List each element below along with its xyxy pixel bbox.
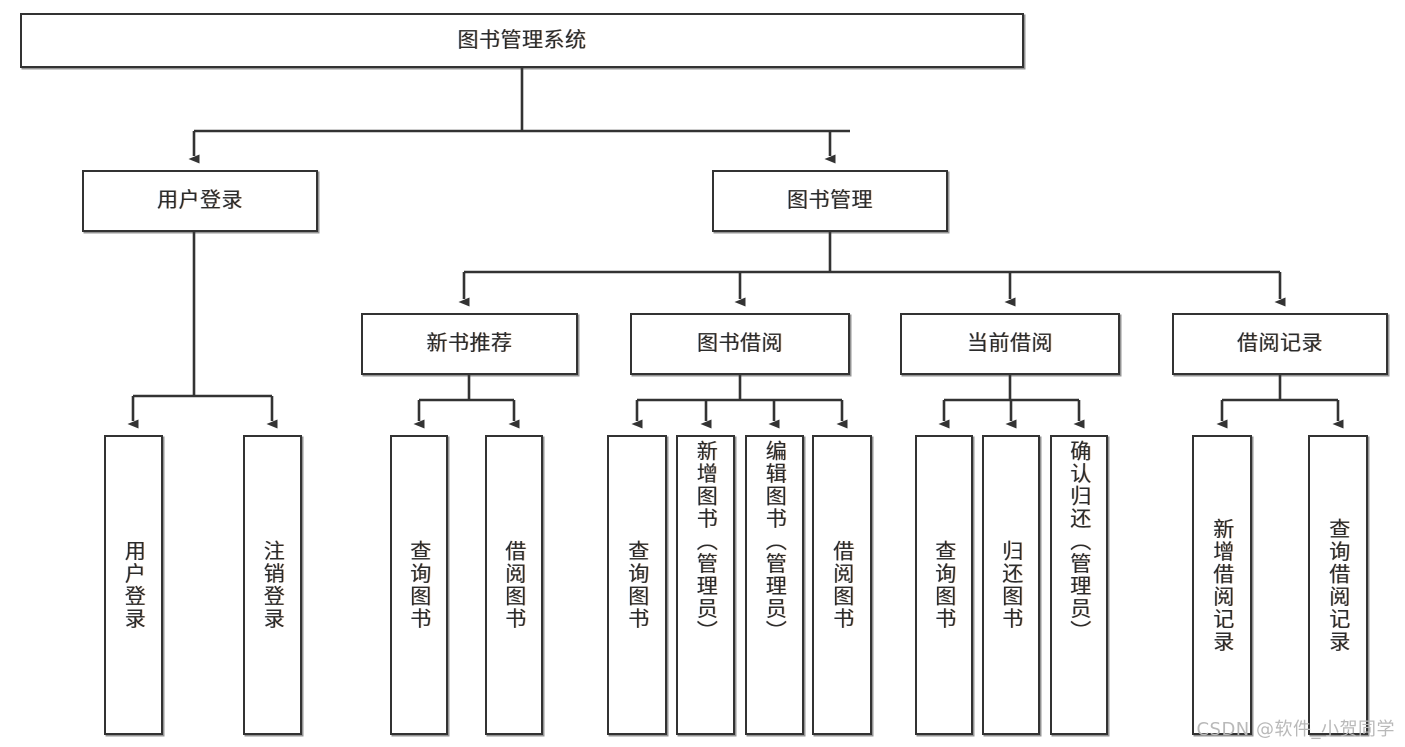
node-leaf-borrow-book-2[interactable]: 借阅图书 (812, 435, 872, 735)
node-leaf-logout[interactable]: 注销登录 (243, 435, 302, 735)
node-leaf-query-book-3-label: 查询图书 (932, 540, 957, 630)
node-leaf-confirm-return[interactable]: 确认归还（管理员） (1050, 435, 1108, 735)
node-leaf-user-login[interactable]: 用户登录 (104, 435, 163, 735)
node-leaf-edit-book-label: 编辑图书（管理员） (763, 440, 788, 643)
node-current-borrow[interactable]: 当前借阅 (900, 313, 1120, 375)
node-book-manage[interactable]: 图书管理 (712, 170, 948, 232)
node-leaf-add-book-label: 新增图书（管理员） (694, 440, 719, 643)
node-leaf-query-book-3[interactable]: 查询图书 (915, 435, 973, 735)
node-leaf-query-book-1-label: 查询图书 (407, 540, 432, 630)
node-book-manage-label: 图书管理 (787, 188, 873, 213)
node-borrow-record-label: 借阅记录 (1237, 331, 1323, 356)
watermark-text: CSDN @软件_小贺同学 (1196, 719, 1395, 740)
node-leaf-return-book[interactable]: 归还图书 (982, 435, 1040, 735)
node-leaf-user-login-label: 用户登录 (122, 540, 147, 630)
node-current-borrow-label: 当前借阅 (967, 331, 1053, 356)
node-leaf-query-book-2-label: 查询图书 (625, 540, 650, 630)
node-user-login[interactable]: 用户登录 (82, 170, 318, 232)
node-leaf-borrow-book-1[interactable]: 借阅图书 (485, 435, 543, 735)
node-root-label: 图书管理系统 (457, 27, 587, 52)
node-book-borrow-label: 图书借阅 (697, 331, 783, 356)
node-book-borrow[interactable]: 图书借阅 (630, 313, 850, 375)
node-leaf-edit-book[interactable]: 编辑图书（管理员） (745, 435, 804, 735)
node-borrow-record[interactable]: 借阅记录 (1172, 313, 1388, 375)
node-leaf-query-book-2[interactable]: 查询图书 (607, 435, 667, 735)
node-user-login-label: 用户登录 (157, 188, 243, 213)
node-root[interactable]: 图书管理系统 (20, 13, 1024, 68)
node-leaf-confirm-return-label: 确认归还（管理员） (1067, 440, 1092, 643)
node-leaf-query-book-1[interactable]: 查询图书 (390, 435, 448, 735)
node-leaf-add-book[interactable]: 新增图书（管理员） (676, 435, 735, 735)
node-leaf-add-record-label: 新增借阅记录 (1210, 517, 1235, 653)
node-leaf-borrow-book-2-label: 借阅图书 (830, 540, 855, 630)
node-leaf-logout-label: 注销登录 (261, 540, 286, 630)
node-leaf-borrow-book-1-label: 借阅图书 (502, 540, 527, 630)
node-leaf-add-record[interactable]: 新增借阅记录 (1192, 435, 1252, 735)
node-leaf-query-record-label: 查询借阅记录 (1326, 517, 1351, 653)
node-leaf-query-record[interactable]: 查询借阅记录 (1308, 435, 1368, 735)
node-new-book-rec[interactable]: 新书推荐 (361, 313, 578, 375)
node-new-book-rec-label: 新书推荐 (426, 331, 513, 356)
node-leaf-return-book-label: 归还图书 (999, 540, 1024, 630)
